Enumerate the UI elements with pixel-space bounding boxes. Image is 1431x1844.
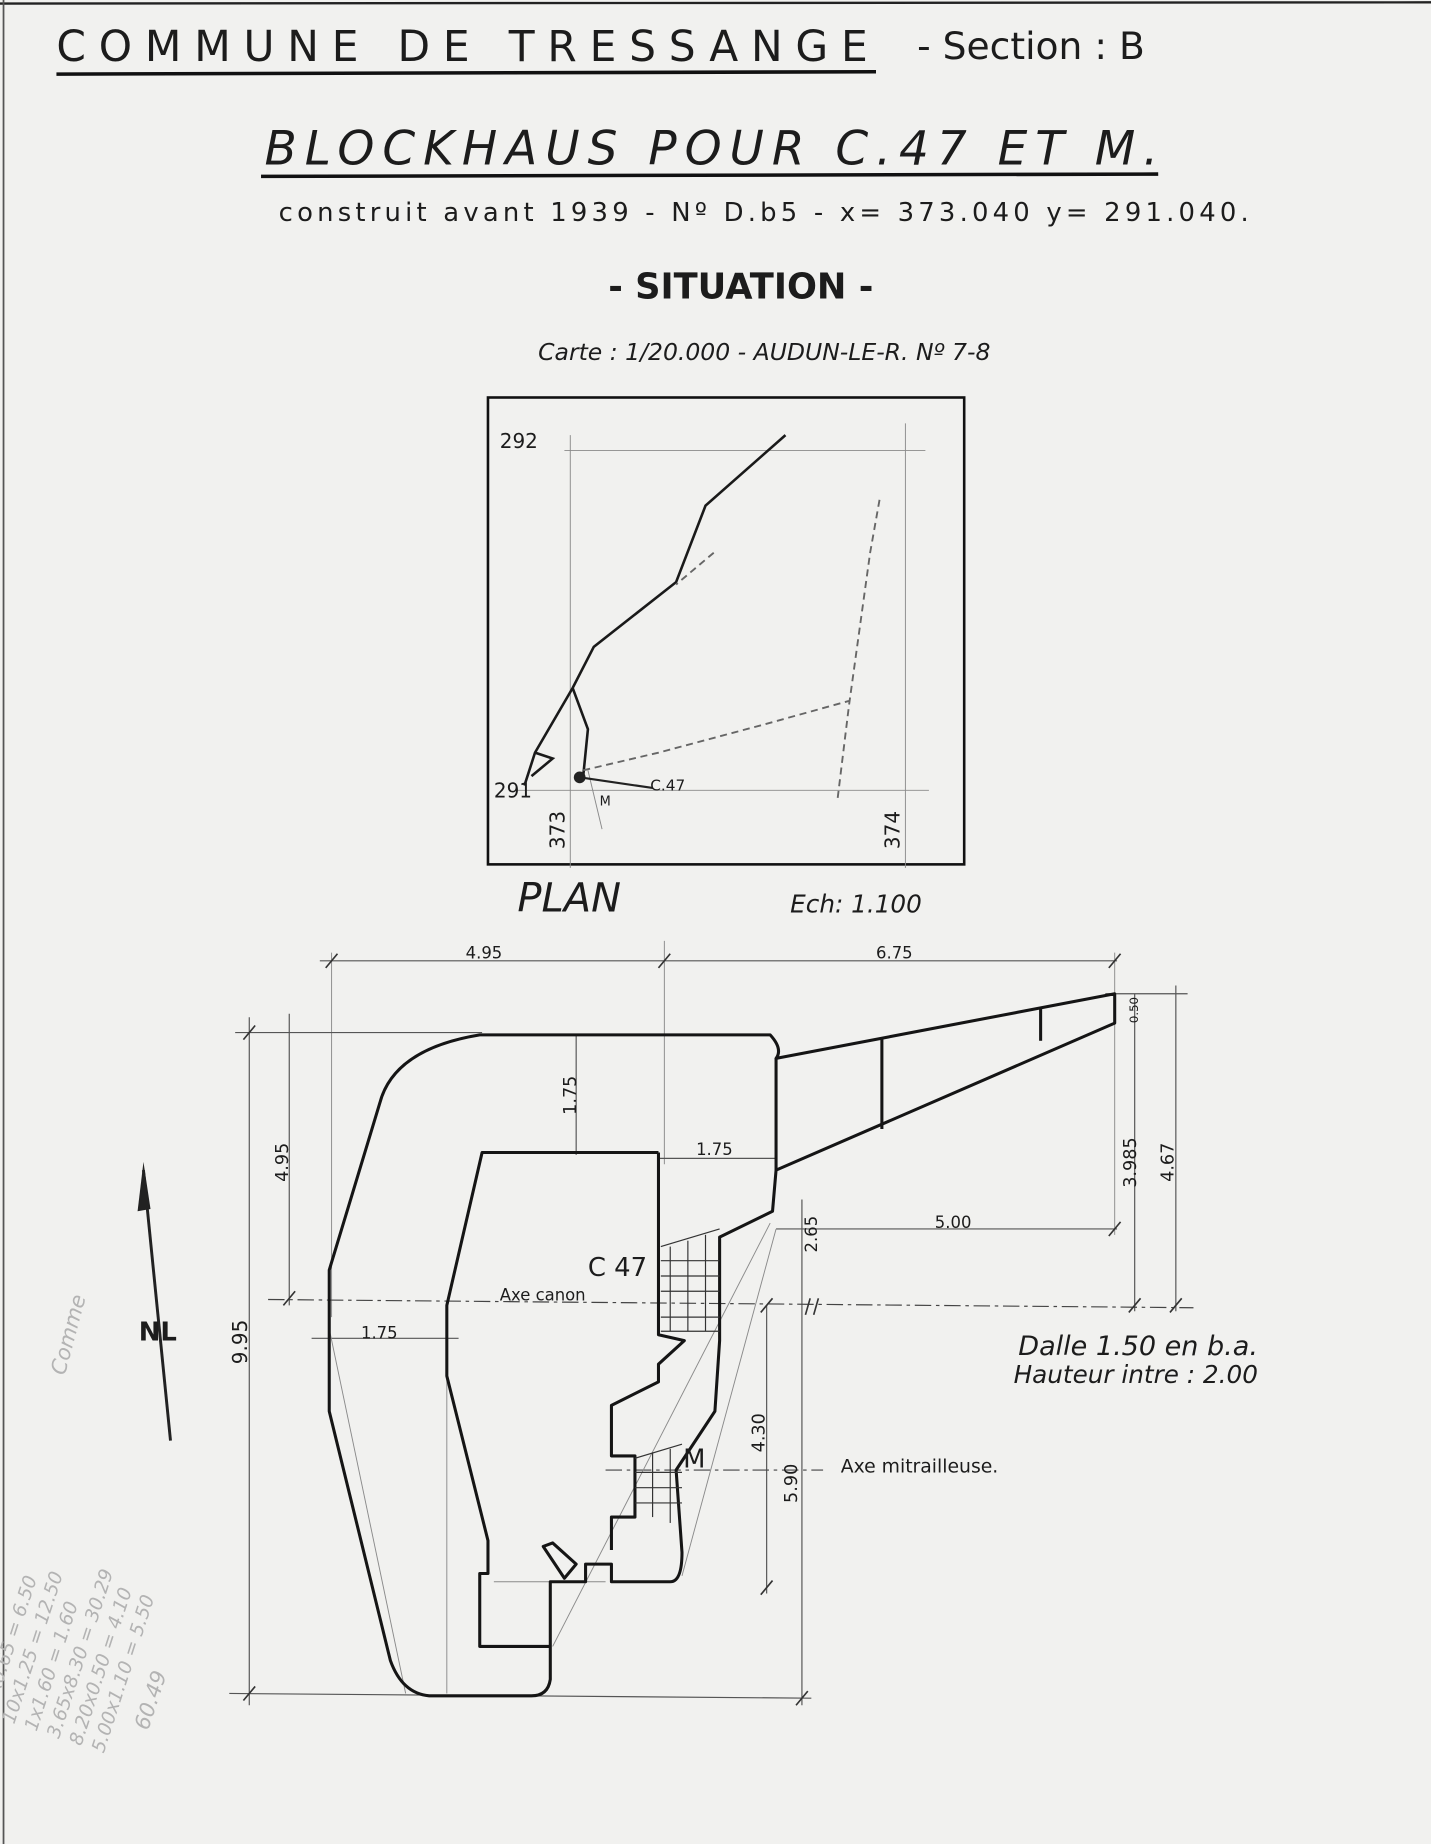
north-label: NL <box>139 1318 177 1348</box>
dim-430: 4.30 <box>749 1413 769 1452</box>
grid-label-373: 373 <box>545 811 569 849</box>
dim-wall-thickness: 1.75 <box>361 1323 398 1342</box>
grid-label-292: 292 <box>500 429 538 453</box>
dim-500: 5.00 <box>935 1213 972 1232</box>
dim-left-height: 4.95 <box>273 1143 293 1182</box>
dim-590: 5.90 <box>782 1464 802 1503</box>
sheet-edge-top <box>0 1 1431 5</box>
dim-embrasure: 1.75 <box>696 1140 733 1159</box>
section-label: - Section : B <box>917 24 1145 68</box>
title-underline <box>261 172 1159 179</box>
map-marker-m: M <box>600 795 611 810</box>
dim-top-left: 4.95 <box>466 943 503 962</box>
height-note: Hauteur intre : 2.00 <box>1014 1360 1258 1389</box>
gun-label: C 47 <box>588 1253 647 1283</box>
dim-top-right: 6.75 <box>876 943 913 962</box>
gun-axis-label: Axe canon <box>500 1286 586 1305</box>
dim-467: 4.67 <box>1158 1143 1178 1182</box>
map-marker-c47: C.47 <box>650 776 685 794</box>
situation-map: 292 291 373 374 C.47 M <box>486 396 966 868</box>
plan-drawing: NL <box>137 940 1194 1706</box>
situation-heading: - SITUATION - <box>608 267 873 308</box>
commune-underline <box>56 69 877 76</box>
grid-label-291: 291 <box>494 778 532 802</box>
plan-scale: Ech: 1.100 <box>790 890 922 919</box>
map-reference: Carte : 1/20.000 - AUDUN-LE-R. Nº 7-8 <box>538 338 990 366</box>
construction-info: construit avant 1939 - Nº D.b5 - x= 373.… <box>279 198 1249 228</box>
dim-050: 0.50 <box>1127 997 1141 1023</box>
mg-axis-label: Axe mitrailleuse. <box>841 1456 999 1477</box>
dim-265: 2.65 <box>802 1216 821 1253</box>
grid-label-374: 374 <box>881 811 905 849</box>
dim-3985: 3.985 <box>1121 1137 1141 1187</box>
dim-roof-thickness: 1.75 <box>561 1076 581 1115</box>
document-title: BLOCKHAUS POUR C.47 ET M. <box>265 122 1159 177</box>
dim-total-height: 9.95 <box>228 1320 252 1365</box>
slab-note: Dalle 1.50 en b.a. <box>1018 1331 1258 1362</box>
mg-label: M <box>683 1445 705 1475</box>
plan-heading: PLAN <box>517 875 621 921</box>
